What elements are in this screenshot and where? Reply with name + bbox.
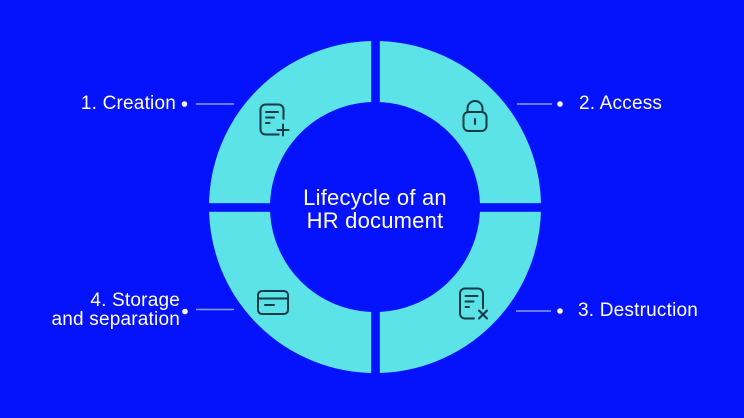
connector-dot: [557, 101, 563, 107]
connector-dot: [182, 308, 188, 315]
document-outline: [459, 287, 484, 320]
connector-storage: [182, 308, 234, 315]
stage-label-creation: 1. Creation: [80, 93, 176, 114]
segment-gap-horizontal: [204, 203, 546, 212]
stage-label-storage: 4. Storage and separation: [51, 291, 180, 329]
diagram-title-line2: HR document: [306, 208, 444, 233]
document-outline: [259, 103, 285, 136]
connector-dot: [557, 308, 563, 314]
document-add-icon: [259, 103, 294, 141]
card-outline: [257, 290, 289, 315]
lock-shackle: [466, 100, 484, 113]
stage-label-access: 2. Access: [579, 93, 663, 114]
stage-label-destruction: 3. Destruction: [578, 300, 699, 321]
x-glyph: [478, 309, 488, 320]
document-remove-icon: [459, 287, 492, 323]
connector-access: [517, 101, 563, 107]
diagram-center-title: Lifecycle of an HR document: [275, 186, 475, 232]
stage-label-storage-line1: 4. Storage: [90, 290, 180, 311]
connector-dot: [181, 101, 188, 107]
connector-destruction: [516, 308, 563, 314]
lock-icon: [462, 100, 488, 132]
stage-label-storage-line2: and separation: [51, 309, 180, 330]
diagram-title-line1: Lifecycle of an: [303, 185, 447, 210]
connector-creation: [181, 101, 234, 107]
lock-body: [462, 111, 488, 132]
storage-card-icon: [257, 290, 289, 315]
